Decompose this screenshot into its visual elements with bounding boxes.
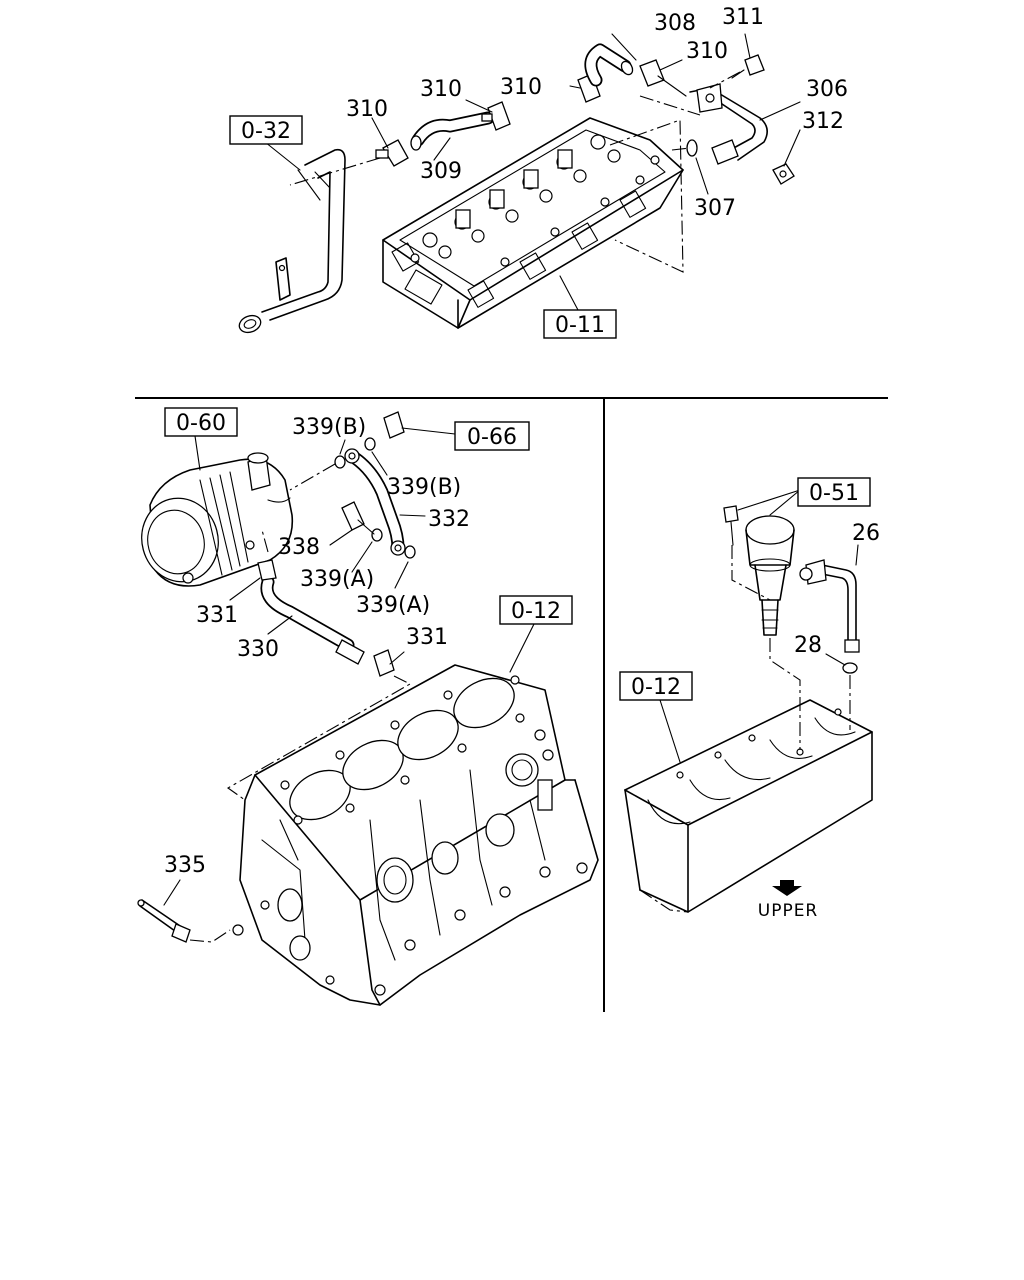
clamp-310-mid	[481, 101, 511, 131]
reference-boxes: 0-32 0-11 0-60 0-66 0-12 0-51 0-12	[164, 115, 871, 701]
label-26: 26	[852, 521, 880, 546]
hose-309	[410, 111, 495, 151]
pipe-26	[799, 559, 860, 653]
ref-0-32: 0-32	[241, 119, 291, 144]
leaders-bottom-right	[659, 489, 859, 763]
oil-jet-051	[745, 515, 795, 636]
label-310-upper: 310	[500, 75, 542, 100]
label-310-left: 310	[346, 97, 388, 122]
bolt-051	[723, 505, 739, 546]
label-335: 335	[164, 853, 206, 878]
label-310-mid: 310	[420, 77, 462, 102]
pipe-306	[689, 83, 768, 165]
nut-312	[772, 163, 795, 185]
clamp-331-upper	[257, 559, 277, 581]
label-331-upper: 331	[196, 603, 238, 628]
stud-335	[137, 899, 191, 943]
ref-0-60: 0-60	[176, 411, 226, 436]
bolt-066	[383, 411, 456, 439]
bolt-338	[341, 501, 375, 535]
leaders-bottom-left	[163, 435, 536, 906]
head-valve-bosses	[410, 134, 660, 267]
hose-330	[260, 575, 365, 665]
ref-0-12-left: 0-12	[511, 599, 561, 624]
section-dividers	[135, 397, 888, 1012]
label-339b-mid: 339(B)	[387, 475, 461, 500]
bolt-311	[731, 54, 765, 79]
clamp-310-left	[375, 139, 409, 167]
dashed-lines-bottom-left	[189, 463, 412, 943]
part-labels: 308 311 310 310 310 310 306 312 309 307 …	[164, 5, 880, 878]
leaders-top	[264, 33, 801, 311]
label-331-lower: 331	[406, 625, 448, 650]
water-pipe-032	[238, 148, 346, 334]
cylinder-head	[382, 117, 684, 329]
cylinder-block	[232, 664, 599, 1006]
ref-0-51: 0-51	[809, 481, 859, 506]
upper-label: UPPER	[758, 901, 819, 921]
upper-direction-arrow: UPPER	[758, 880, 819, 921]
label-332: 332	[428, 507, 470, 532]
washers-339	[334, 437, 416, 559]
clamp-331-lower	[373, 649, 395, 677]
o-ring-28	[842, 662, 858, 674]
label-308: 308	[654, 11, 696, 36]
label-309: 309	[420, 159, 462, 184]
label-306: 306	[806, 77, 848, 102]
ref-0-66: 0-66	[467, 425, 517, 450]
label-339b-top: 339(B)	[292, 415, 366, 440]
label-330: 330	[237, 637, 279, 662]
label-312: 312	[802, 109, 844, 134]
ref-0-11: 0-11	[555, 313, 605, 338]
deck-bolt-holes	[280, 675, 554, 825]
label-339a-2: 339(A)	[356, 593, 430, 618]
vacuum-pump-060	[141, 452, 294, 587]
block-section-012	[624, 699, 873, 913]
o-ring-307	[686, 139, 698, 157]
label-311: 311	[722, 5, 764, 30]
label-339a-1: 339(A)	[300, 567, 374, 592]
label-307: 307	[694, 196, 736, 221]
label-310-right: 310	[686, 39, 728, 64]
label-28: 28	[794, 633, 822, 658]
tube-332	[344, 448, 406, 556]
clamp-310-right	[639, 59, 665, 87]
label-338: 338	[278, 535, 320, 560]
ref-0-12-right: 0-12	[631, 675, 681, 700]
dashed-lines-top	[289, 71, 741, 186]
dashed-lines-bottom-right	[731, 545, 851, 750]
hose-308	[584, 43, 634, 87]
